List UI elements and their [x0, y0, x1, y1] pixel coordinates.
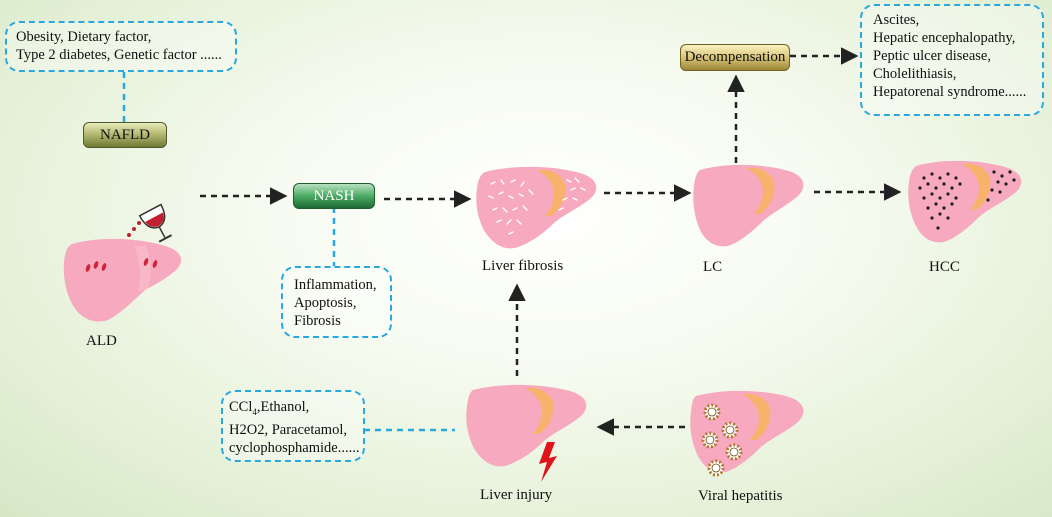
liver-fibrosis-label: Liver fibrosis: [482, 258, 564, 274]
ald-liver: [63, 238, 182, 322]
nafld-label: NAFLD: [83, 122, 167, 148]
injured-liver: [466, 384, 587, 482]
risk-factors-line: Type 2 diabetes, Genetic factor ......: [16, 47, 222, 63]
complication-item: Peptic ulcer disease,: [873, 48, 991, 64]
complications-box: Ascites, Hepatic encephalopathy, Peptic …: [860, 4, 1044, 116]
risk-factors-line: Obesity, Dietary factor,: [16, 29, 152, 45]
hepatotoxins-box: CCl4,Ethanol, H2O2, Paracetamol, cycloph…: [221, 390, 365, 462]
risk-factors-box: Obesity, Dietary factor, Type 2 diabetes…: [5, 21, 237, 72]
ccl-subscript: 4: [252, 406, 257, 417]
ethanol-text: ,Ethanol,: [256, 399, 310, 415]
lightning-icon: [539, 442, 557, 482]
nash-feature: Apoptosis,: [294, 295, 357, 311]
complication-item: Ascites,: [873, 12, 920, 28]
hcc-label: HCC: [929, 259, 960, 275]
complication-item: Hepatic encephalopathy,: [873, 30, 1016, 46]
nash-feature: Inflammation,: [294, 277, 377, 293]
nash-feature: Fibrosis: [294, 313, 341, 329]
fibrosis-liver: [476, 166, 597, 249]
toxin-line-1: CCl4,Ethanol,: [229, 398, 363, 421]
liver-injury-label: Liver injury: [480, 487, 553, 503]
nash-features-box: Inflammation, Apoptosis, Fibrosis: [281, 266, 392, 338]
virus-icons: [701, 403, 743, 477]
lc-liver: [693, 164, 804, 247]
complication-item: Cholelithiasis,: [873, 66, 957, 82]
toxin-line-2: H2O2, Paracetamol,: [229, 421, 347, 438]
nash-label: NASH: [293, 183, 375, 209]
ccl-text: CCl: [229, 399, 253, 415]
decompensation-label: Decompensation: [680, 44, 790, 71]
viral-hepatitis-label: Viral hepatitis: [698, 488, 783, 504]
hcc-liver: [908, 160, 1022, 243]
wine-glass-icon: [127, 203, 172, 243]
viral-liver: [690, 390, 804, 477]
toxin-line-3: cyclophosphamide......: [229, 439, 360, 456]
ald-label: ALD: [86, 333, 117, 349]
complication-item: Hepatorenal syndrome......: [873, 84, 1027, 100]
lc-label: LC: [703, 259, 723, 275]
